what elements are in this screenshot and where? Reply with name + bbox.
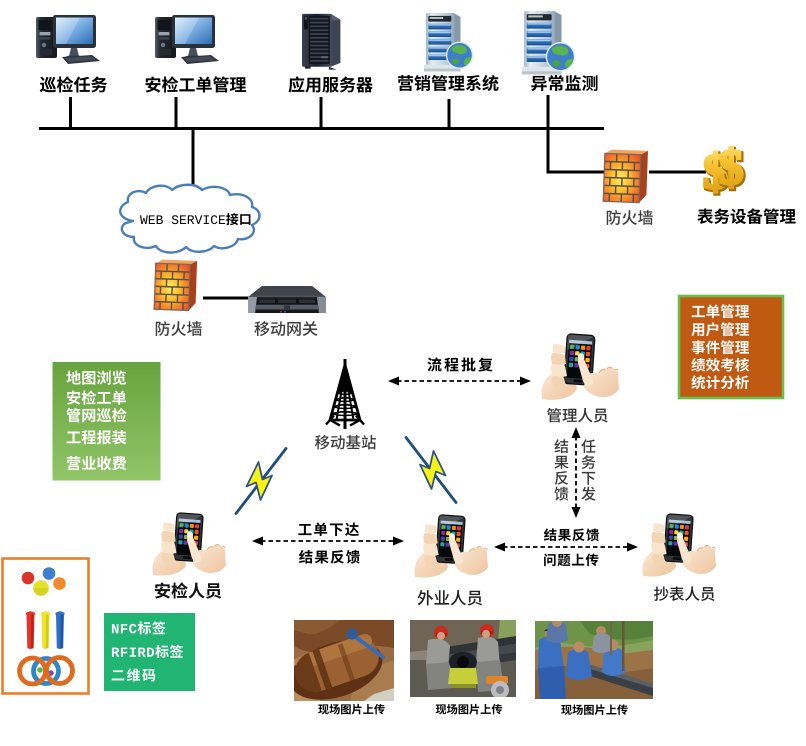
svg-text:$: $	[719, 139, 744, 194]
